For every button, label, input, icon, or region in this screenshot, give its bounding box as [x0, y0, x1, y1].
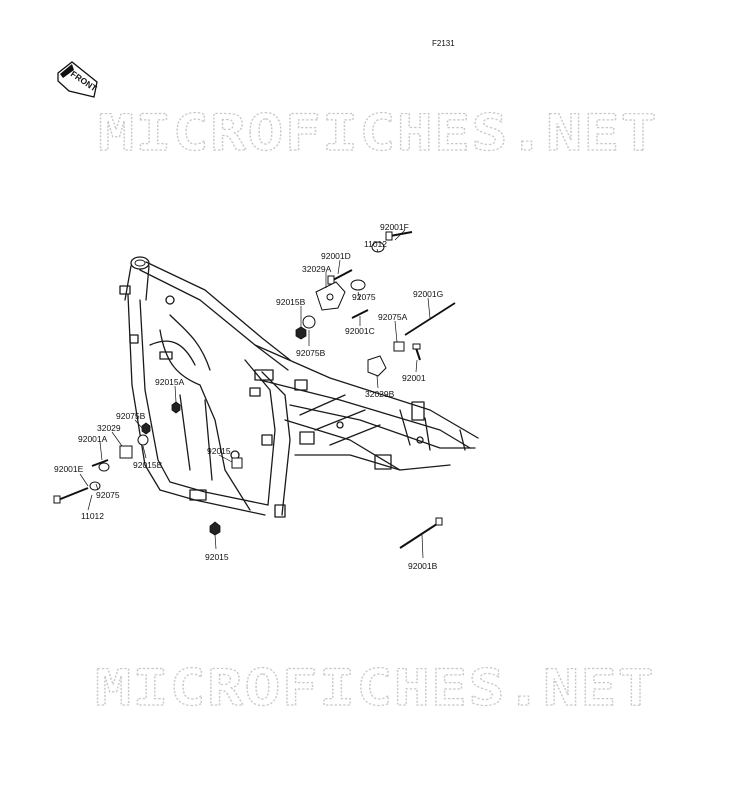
label-92075-top: 92075	[352, 292, 376, 302]
label-92001D: 92001D	[321, 251, 351, 261]
label-11012-left: 11012	[81, 511, 104, 521]
label-92001E: 92001E	[54, 464, 84, 474]
label-92001G: 92001G	[413, 289, 443, 299]
frame-drawing	[119, 256, 479, 518]
label-32029A: 32029A	[302, 264, 332, 274]
label-92015-bottom: 92015	[205, 552, 229, 562]
label-92001B: 92001B	[408, 561, 438, 571]
part-labels: 92001F 11012 92001D 32029A 92075 92001G …	[54, 222, 443, 571]
label-92075B-top: 92075B	[296, 348, 326, 358]
label-92075B-left: 92075B	[116, 411, 146, 421]
front-arrow-icon: FRONT	[57, 61, 99, 98]
parts-hardware	[53, 231, 456, 549]
label-92001A: 92001A	[78, 434, 108, 444]
label-92015B-left: 92015B	[133, 460, 163, 470]
label-11012-top: 11012	[364, 239, 387, 249]
label-32029B: 32029B	[365, 389, 395, 399]
label-92001C: 92001C	[345, 326, 375, 336]
label-92015-mid: 92015	[207, 446, 231, 456]
watermark-top: MICROFICHES.NET	[98, 104, 658, 162]
label-32029: 32029	[97, 423, 121, 433]
label-92015A: 92015A	[155, 377, 185, 387]
label-92015B-top: 92015B	[276, 297, 306, 307]
diagram-code: F2131	[432, 39, 455, 48]
label-92075A: 92075A	[378, 312, 408, 322]
label-92001F: 92001F	[380, 222, 409, 232]
watermark-bottom: MICROFICHES.NET	[95, 659, 655, 717]
label-92075-left: 92075	[96, 490, 120, 500]
label-92001: 92001	[402, 373, 426, 383]
leader-lines	[79, 229, 431, 559]
